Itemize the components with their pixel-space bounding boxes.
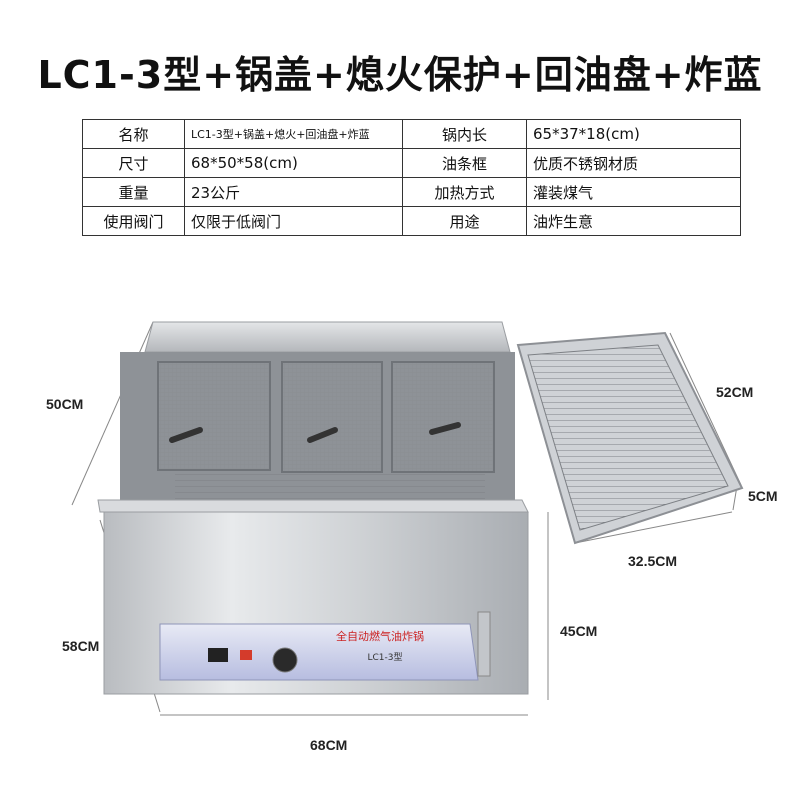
spec-table: 名称 LC1-3型+锅盖+熄火+回油盘+炸蓝 锅内长 65*37*18(cm) … (82, 119, 741, 236)
spec-row: 重量 23公斤 加热方式 灌装煤气 (82, 177, 741, 207)
control-panel (159, 623, 479, 681)
spec-label: 尺寸 (82, 148, 185, 178)
dimension-label-width: 68CM (310, 737, 348, 753)
indicator-light (240, 650, 252, 660)
spec-row: 使用阀门 仅限于低阀门 用途 油炸生意 (82, 206, 741, 236)
fry-basket (391, 361, 495, 473)
spec-value: 仅限于低阀门 (184, 206, 403, 236)
spec-label: 使用阀门 (82, 206, 185, 236)
spec-label: 名称 (82, 119, 185, 149)
backsplash (144, 321, 511, 353)
spec-row: 名称 LC1-3型+锅盖+熄火+回油盘+炸蓝 锅内长 65*37*18(cm) (82, 119, 741, 149)
dimension-label-tray-width: 32.5CM (628, 553, 678, 569)
spec-row: 尺寸 68*50*58(cm) 油条框 优质不锈钢材质 (82, 148, 741, 178)
dimension-label-tray-length: 52CM (716, 384, 754, 400)
spec-label: 重量 (82, 177, 185, 207)
spec-label: 加热方式 (402, 177, 527, 207)
drip-tray (516, 331, 744, 545)
power-switch[interactable] (208, 648, 228, 662)
spec-label: 油条框 (402, 148, 527, 178)
spec-value: 灌装煤气 (526, 177, 741, 207)
drain-valve[interactable] (477, 611, 491, 677)
spec-value: LC1-3型+锅盖+熄火+回油盘+炸蓝 (184, 119, 403, 149)
dimension-label-height-total: 58CM (62, 638, 100, 654)
spec-value: 油炸生意 (526, 206, 741, 236)
fry-basket (281, 361, 383, 473)
spec-value: 68*50*58(cm) (184, 148, 403, 178)
spec-value: 23公斤 (184, 177, 403, 207)
spec-label: 锅内长 (402, 119, 527, 149)
top-rim (97, 499, 529, 513)
panel-model-text: LC1-3型 (368, 652, 403, 663)
temperature-knob[interactable] (272, 647, 298, 673)
dimension-label-height-top: 50CM (46, 396, 84, 412)
fry-basket (157, 361, 271, 471)
dimension-label-tray-height: 5CM (748, 488, 778, 504)
dimension-label-body-height: 45CM (560, 623, 598, 639)
panel-brand-text: 全自动燃气油炸锅 (336, 629, 424, 643)
burner-grill (175, 470, 485, 500)
product-title: LC1-3型+锅盖+熄火保护+回油盘+炸蓝 (37, 53, 763, 97)
